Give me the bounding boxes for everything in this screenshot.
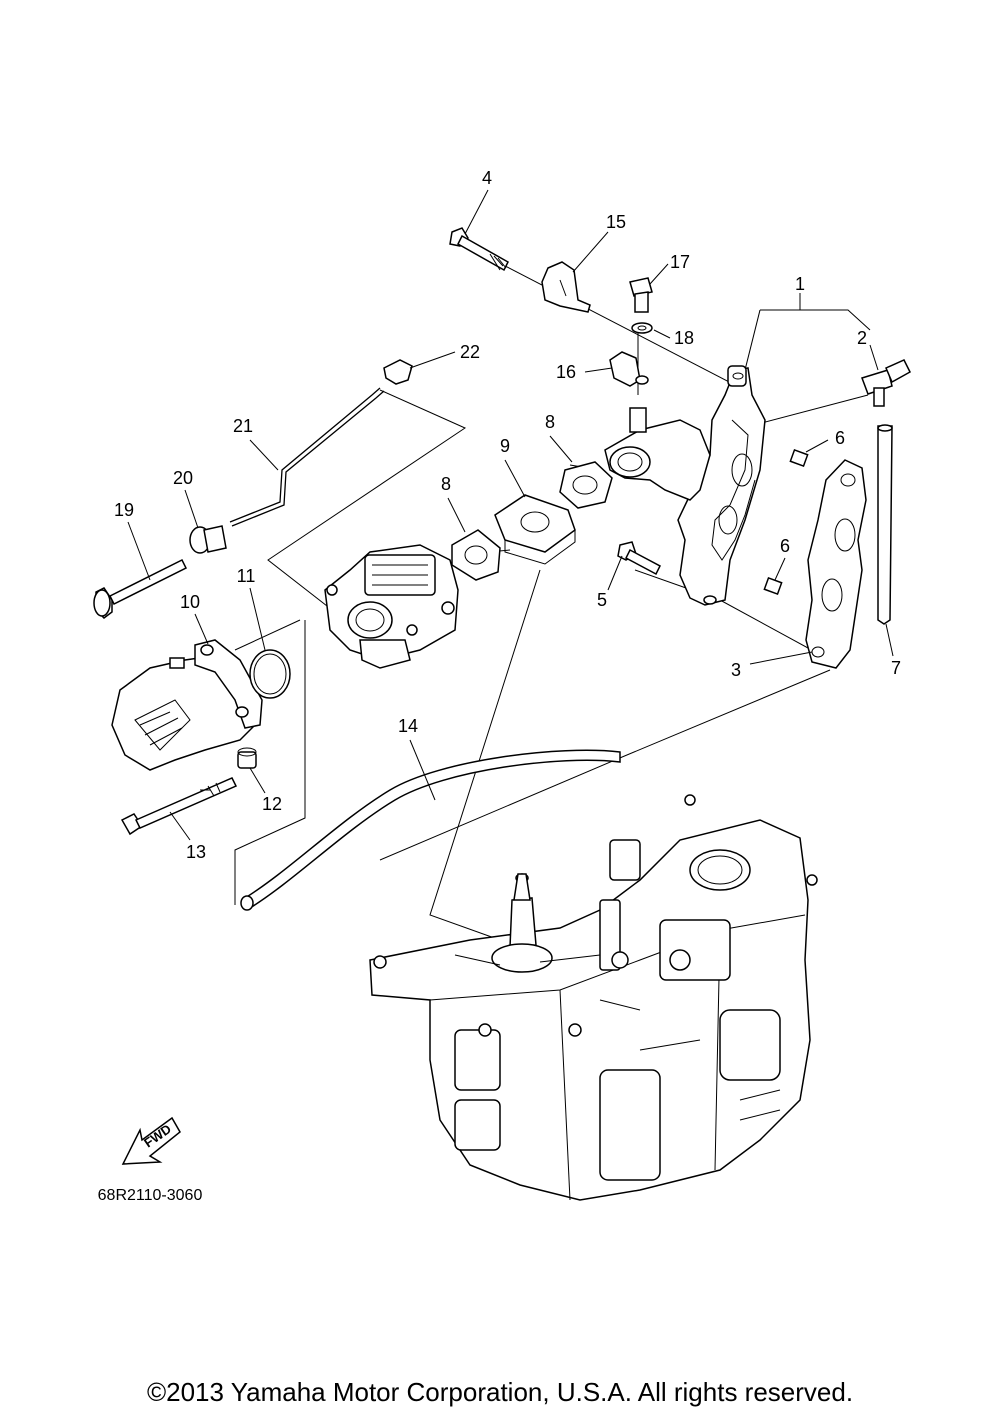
callout-6b: 6: [780, 536, 790, 556]
hose-part-7: [877, 424, 893, 625]
choke-knob-part-19: [93, 558, 188, 619]
callout-22: 22: [460, 342, 480, 362]
callout-leaders: [127, 189, 894, 841]
bolt-part-4: [449, 227, 509, 272]
callout-21: 21: [233, 416, 253, 436]
engine-block: [369, 794, 818, 1201]
callout-16: 16: [556, 362, 576, 382]
callout-7: 7: [891, 658, 901, 678]
intake-manifold-part-1: [604, 365, 766, 606]
clamp-part-15: [541, 261, 591, 313]
copyright-notice: ©2013 Yamaha Motor Corporation, U.S.A. A…: [146, 1377, 854, 1407]
intake-silencer-part-10: [111, 639, 263, 771]
callout-8b: 8: [441, 474, 451, 494]
fwd-arrow-icon: FWD: [121, 1116, 181, 1165]
callout-14: 14: [398, 716, 418, 736]
callout-10: 10: [180, 592, 200, 612]
callout-4: 4: [482, 168, 492, 188]
callout-15: 15: [606, 212, 626, 232]
callout-12: 12: [262, 794, 282, 814]
carburetor: [324, 544, 459, 669]
callout-19: 19: [114, 500, 134, 520]
callout-20: 20: [173, 468, 193, 488]
bolt-part-17: [629, 277, 653, 313]
callout-17: 17: [670, 252, 690, 272]
callout-6a: 6: [835, 428, 845, 448]
o-ring-part-11: [249, 649, 291, 699]
bolt-part-13: [120, 777, 238, 836]
callout-5: 5: [597, 590, 607, 610]
gasket-part-3: [805, 459, 867, 669]
tee-fitting-part-2: [861, 359, 911, 407]
callout-3: 3: [731, 660, 741, 680]
gasket-part-8-left: [451, 529, 501, 581]
washer-part-18: [631, 322, 653, 334]
gasket-part-8-right: [559, 461, 613, 509]
callout-18: 18: [674, 328, 694, 348]
bolt-part-5: [617, 541, 661, 576]
clip-part-22: [383, 359, 413, 385]
callout-13: 13: [186, 842, 206, 862]
callout-8a: 8: [545, 412, 555, 432]
choke-rod-part-21: [229, 387, 385, 527]
callout-9: 9: [500, 436, 510, 456]
clamp-part-16: [609, 351, 649, 387]
callout-2: 2: [857, 328, 867, 348]
callout-11: 11: [237, 566, 256, 586]
hose-part-14: [240, 749, 621, 911]
callout-labels: 1 2 3 4 5 6 6 7 8 8 9 10 11 12 13 14 15 …: [114, 168, 901, 862]
spacer-part-9: [494, 494, 576, 565]
dowel-pin-part-6a: [789, 449, 809, 467]
callout-1: 1: [795, 274, 805, 294]
diagram-code: 68R2110-3060: [98, 1187, 203, 1204]
dowel-pin-part-6b: [763, 577, 783, 595]
grommet-part-20: [189, 525, 227, 554]
collar-part-12: [237, 747, 257, 769]
